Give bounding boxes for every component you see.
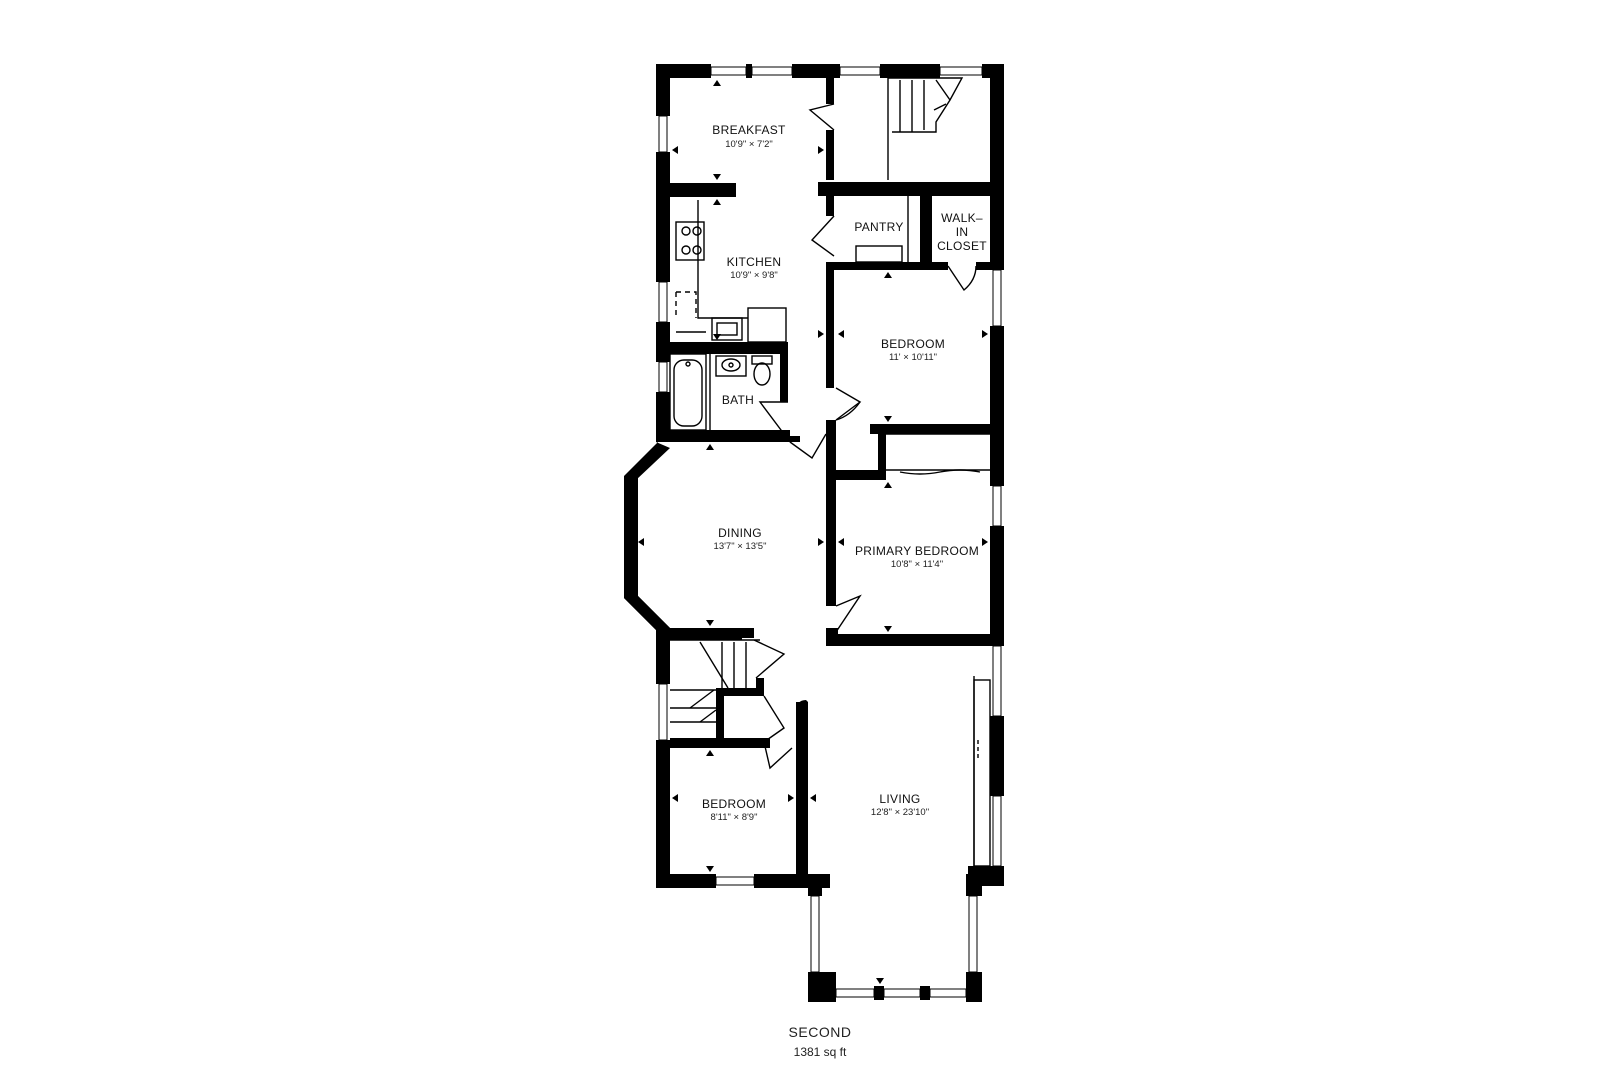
room-name: KITCHEN xyxy=(727,255,782,269)
bath-fixtures xyxy=(669,353,773,431)
floor-area: 1381 sq ft xyxy=(793,1045,847,1059)
room-label-primary-bedroom: PRIMARY BEDROOM 10'8" × 11'4" xyxy=(855,544,979,570)
kitchen-fixtures xyxy=(675,200,787,343)
living-fixtures xyxy=(973,676,991,867)
room-dimensions: 11' × 10'11" xyxy=(889,352,937,363)
room-label-bedroom-lower: BEDROOM 8'11" × 8'9" xyxy=(702,797,766,823)
room-label-bedroom-upper: BEDROOM 11' × 10'11" xyxy=(881,337,945,363)
room-name: BREAKFAST xyxy=(712,123,786,137)
room-name: PRIMARY BEDROOM xyxy=(855,544,979,558)
room-dimensions: 8'11" × 8'9" xyxy=(711,812,758,823)
room-dimensions: 12'8" × 23'10" xyxy=(871,807,929,818)
interior-walls xyxy=(656,64,1004,888)
room-name-line2: IN xyxy=(956,225,969,239)
room-name: LIVING xyxy=(879,792,920,806)
room-name-line3: CLOSET xyxy=(937,239,987,253)
room-label-dining: DINING 13'7" × 13'5" xyxy=(714,526,767,552)
room-dimensions: 13'7" × 13'5" xyxy=(714,541,767,552)
pantry-fixtures xyxy=(855,196,909,263)
room-dimensions: 10'8" × 11'4" xyxy=(891,559,943,570)
dimension-ticks xyxy=(638,80,988,984)
closet-fixtures xyxy=(886,433,990,475)
exterior-walls xyxy=(624,64,1004,1002)
room-label-bath: BATH xyxy=(722,393,754,407)
stairs-upper xyxy=(887,77,964,180)
room-name-line1: WALK– xyxy=(941,211,983,225)
room-name: BATH xyxy=(722,393,754,407)
room-name: BEDROOM xyxy=(881,337,945,351)
room-label-kitchen: KITCHEN 10'9" × 9'8" xyxy=(727,255,782,281)
room-name: PANTRY xyxy=(854,220,903,234)
doors xyxy=(753,103,977,770)
room-name: DINING xyxy=(718,526,762,540)
floor-name: SECOND xyxy=(788,1024,852,1040)
room-label-living: LIVING 12'8" × 23'10" xyxy=(871,792,929,818)
stairs-lower xyxy=(670,639,760,723)
room-label-walk-in-closet: WALK– IN CLOSET xyxy=(937,211,987,253)
room-label-breakfast: BREAKFAST 10'9" × 7'2" xyxy=(712,123,786,150)
room-label-pantry: PANTRY xyxy=(854,220,903,234)
room-dimensions: 10'9" × 9'8" xyxy=(730,270,778,281)
room-dimensions: 10'9" × 7'2" xyxy=(725,139,773,150)
room-name: BEDROOM xyxy=(702,797,766,811)
